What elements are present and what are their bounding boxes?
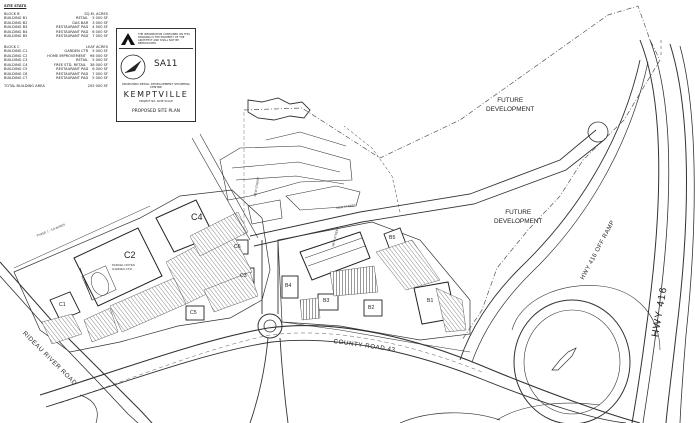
stormwater-pond [247, 97, 311, 121]
phase-boundary [13, 205, 151, 269]
new-street [249, 121, 609, 247]
roundabout [249, 240, 289, 423]
drawing-title: PROPOSED SITE PLAN [131, 109, 180, 114]
project-town: KEMPTVILLE [123, 90, 189, 99]
building-b2-footprint [363, 299, 383, 317]
interchange-loop [496, 285, 661, 423]
lower-right-curve [399, 412, 501, 423]
building-central-retail [299, 231, 371, 281]
project-line: PROPOSED RETAIL DEVELOPMENT SHOPPING CEN… [122, 82, 190, 90]
garden-centre [81, 265, 117, 301]
future-development-label-north: FUTURE DEVELOPMENT [486, 97, 535, 113]
label-b4: B4 [285, 283, 292, 289]
firm-note: THE INFORMATION CONTAINED ON THIS DRAWIN… [138, 33, 190, 45]
garden-centre-note: PARCEL NOTES GARDEN CTR [112, 263, 135, 271]
firm-stamp: THE INFORMATION CONTAINED ON THIS DRAWIN… [119, 31, 193, 49]
site-stats-table: SITE STATS BLOCK B SQ.M. ACRES BUILDING … [4, 2, 108, 88]
label-c2: C2 [124, 250, 136, 260]
title-block: THE INFORMATION CONTAINED ON THIS DRAWIN… [116, 28, 196, 122]
building-b4-footprint [281, 275, 299, 299]
highway-arrow-icon [551, 347, 577, 371]
north-parking [219, 131, 361, 225]
block-b-header: BLOCK B SQ.M. ACRES [4, 11, 108, 16]
label-c4: C4 [191, 212, 203, 222]
block-c-header: BLOCK C LEAF ACRES [4, 44, 108, 49]
site-stats-heading: SITE STATS [4, 4, 27, 8]
label-b3: B3 [323, 298, 330, 304]
south-boundary [281, 321, 471, 353]
label-b1: B1 [427, 298, 434, 304]
building-c5-footprint [185, 305, 205, 321]
highway-416 [631, 39, 695, 423]
project-meta: PROJECT NO. DATE SCALE [139, 100, 173, 103]
county-road-43 [39, 325, 641, 423]
block-b-outline [277, 221, 471, 341]
label-b2: B2 [368, 305, 375, 311]
block-c-outline [13, 189, 271, 353]
west-boundary [191, 137, 251, 241]
highway-off-ramp [459, 59, 649, 363]
block-c-parking [41, 211, 259, 345]
firm-logo-icon [121, 33, 135, 45]
property-line-north [243, 5, 661, 341]
building-c1-footprint [49, 291, 81, 321]
label-c6: C6 [234, 244, 241, 250]
north-arrow-icon [120, 54, 146, 80]
sheet-number: SA11 [154, 59, 178, 69]
block-b-parking [299, 239, 467, 333]
label-c3: C3 [240, 273, 247, 279]
rideau-river-road [0, 261, 153, 423]
building-c2-footprint [73, 227, 163, 307]
label-c5: C5 [190, 310, 197, 316]
label-c1: C1 [59, 302, 66, 308]
lower-road-curve [79, 394, 98, 423]
future-development-label-south: FUTURE DEVELOPMENT [494, 209, 543, 225]
label-b5: B5 [389, 235, 396, 241]
